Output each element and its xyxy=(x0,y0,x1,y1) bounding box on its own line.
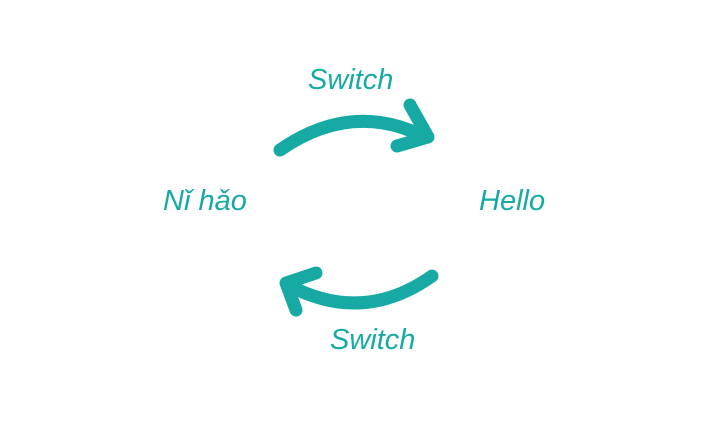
bottom-arrow-label: Switch xyxy=(330,324,416,356)
top-arrow-label: Switch xyxy=(308,64,394,96)
bottom-curved-arrow xyxy=(279,266,439,317)
top-curved-arrow xyxy=(273,98,435,157)
top-arrow-shaft xyxy=(273,114,432,157)
bottom-arrow-shaft xyxy=(281,269,439,310)
top-arrow-head xyxy=(390,98,435,153)
left-node-label: Nǐ hǎo xyxy=(163,185,247,217)
right-node-label: Hello xyxy=(479,185,546,217)
bottom-arrow-head xyxy=(279,266,323,317)
